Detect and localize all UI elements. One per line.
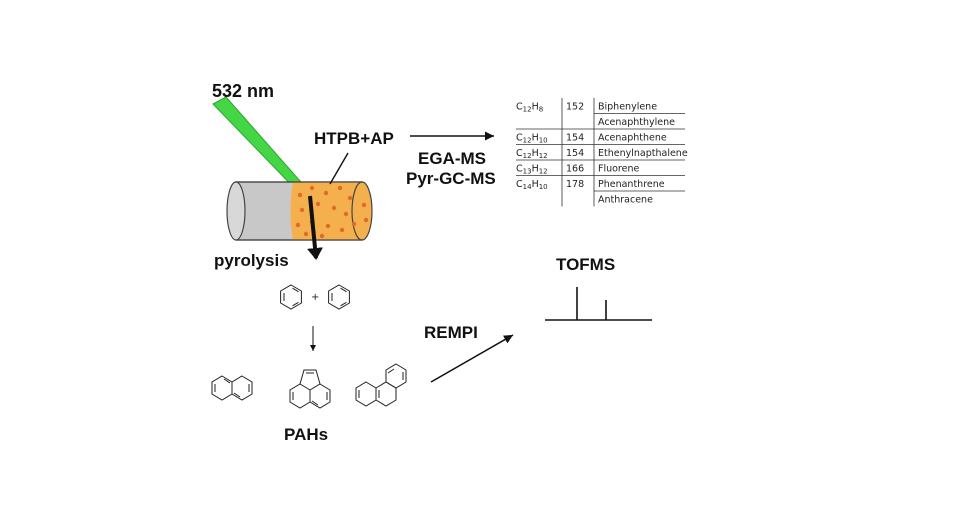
benzene-icon — [328, 284, 350, 310]
method-pyr-gc-ms: Pyr-GC-MS — [406, 169, 496, 188]
table-cell-mass: 166 — [566, 164, 584, 175]
table-cell-name: Acenaphthene — [598, 133, 667, 144]
table-cell-formula: C14H10 — [516, 179, 548, 191]
plus-sign: + — [311, 292, 319, 303]
acenaphthylene-icon — [289, 369, 331, 409]
table-cell-name: Anthracene — [598, 195, 653, 206]
table-cell-formula: C12H12 — [516, 148, 548, 160]
sample-label: HTPB+AP — [314, 129, 394, 148]
rempi-label: REMPI — [424, 323, 478, 342]
table-cell-mass: 154 — [566, 133, 584, 144]
table-cell-name: Fluorene — [598, 164, 639, 175]
method-ega-ms: EGA-MS — [418, 149, 486, 168]
sample-tube — [226, 181, 373, 241]
benzene-icon — [280, 284, 302, 310]
table-cell-formula: C12H8 — [516, 102, 543, 114]
tofms-spectrum — [545, 287, 652, 321]
table-cell-name: Phenanthrene — [598, 179, 665, 190]
laser-wavelength-label: 532 nm — [212, 81, 274, 101]
laser-beam — [212, 96, 309, 196]
tofms-label: TOFMS — [556, 255, 615, 274]
table-cell-name: Ethenylnapthalene — [598, 148, 688, 159]
sample-pointer — [329, 152, 349, 185]
table-cell-mass: 178 — [566, 179, 584, 190]
table-cell-name: Biphenylene — [598, 102, 657, 113]
phenanthrene-icon — [355, 363, 407, 407]
sample-particles — [295, 185, 369, 239]
pyrolysis-label: pyrolysis — [214, 251, 289, 270]
table-cell-formula: C12H10 — [516, 133, 548, 145]
table-cell-name: Acenaphthylene — [598, 117, 675, 128]
table-cell-mass: 152 — [566, 102, 584, 113]
table-cell-formula: C13H12 — [516, 164, 548, 176]
rempi-arrow — [430, 334, 514, 383]
pyrolysis-arrow — [307, 195, 323, 260]
pahs-label: PAHs — [284, 425, 328, 444]
table-cell-mass: 154 — [566, 148, 584, 159]
naphthalene-icon — [211, 375, 253, 401]
